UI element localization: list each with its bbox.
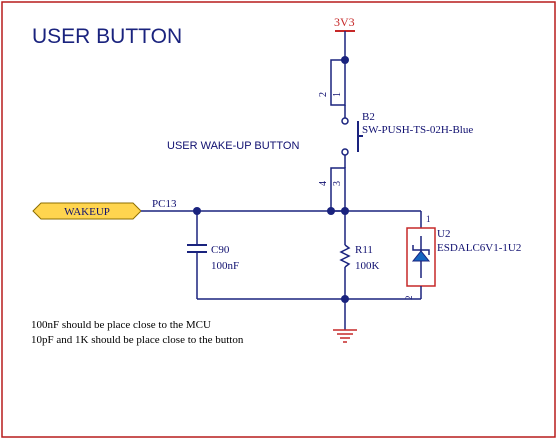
power-3v3-symbol: 3V3 <box>334 15 355 60</box>
resistor-designator: R11 <box>355 244 373 256</box>
switch-pin-2: 2 <box>318 92 329 97</box>
tvs-triangle <box>411 250 431 262</box>
switch-contact-top <box>341 117 349 125</box>
switch-b2: 2 1 4 3 B2 SW-PUSH-TS-02H-Blue <box>318 59 473 212</box>
power-net-label: 3V3 <box>334 15 355 29</box>
tvs-part-number: ESDALC6V1-1U2 <box>437 242 521 254</box>
capacitor-value: 100nF <box>211 260 239 272</box>
note-line: 100nF should be place close to the MCU <box>31 319 211 331</box>
tvs-diode-u2: 1 2 U2 ESDALC6V1-1U2 <box>404 211 521 300</box>
tvs-pin-2: 2 <box>404 296 414 301</box>
resistor-r11: R11 100K <box>339 211 380 299</box>
switch-pin-3: 3 <box>332 181 343 186</box>
tvs-designator: U2 <box>437 228 450 240</box>
port-label: WAKEUP <box>64 206 110 218</box>
net-label-pc13: PC13 <box>152 198 177 210</box>
resistor-zigzag <box>339 244 351 268</box>
tvs-pin-1: 1 <box>426 214 431 224</box>
switch-pin-1: 1 <box>332 92 343 97</box>
switch-pin-4: 4 <box>318 181 329 186</box>
sheet-title: USER BUTTON <box>32 25 182 48</box>
capacitor-designator: C90 <box>211 244 230 256</box>
capacitor-c90: C90 100nF <box>187 211 239 299</box>
switch-part-number: SW-PUSH-TS-02H-Blue <box>362 124 473 136</box>
switch-upper-pins <box>330 59 346 106</box>
tvs-cathode-bar <box>412 245 430 255</box>
switch-designator: B2 <box>362 111 375 123</box>
ground-symbol <box>333 299 357 343</box>
note-line: 10pF and 1K should be place close to the… <box>31 334 244 346</box>
switch-lower-pins <box>330 167 346 212</box>
resistor-value: 100K <box>355 260 380 272</box>
wakeup-port: WAKEUP <box>32 202 142 220</box>
switch-contact-bottom <box>341 148 349 156</box>
junction-dot <box>327 207 335 215</box>
wake-up-annotation: USER WAKE-UP BUTTON <box>167 140 299 152</box>
